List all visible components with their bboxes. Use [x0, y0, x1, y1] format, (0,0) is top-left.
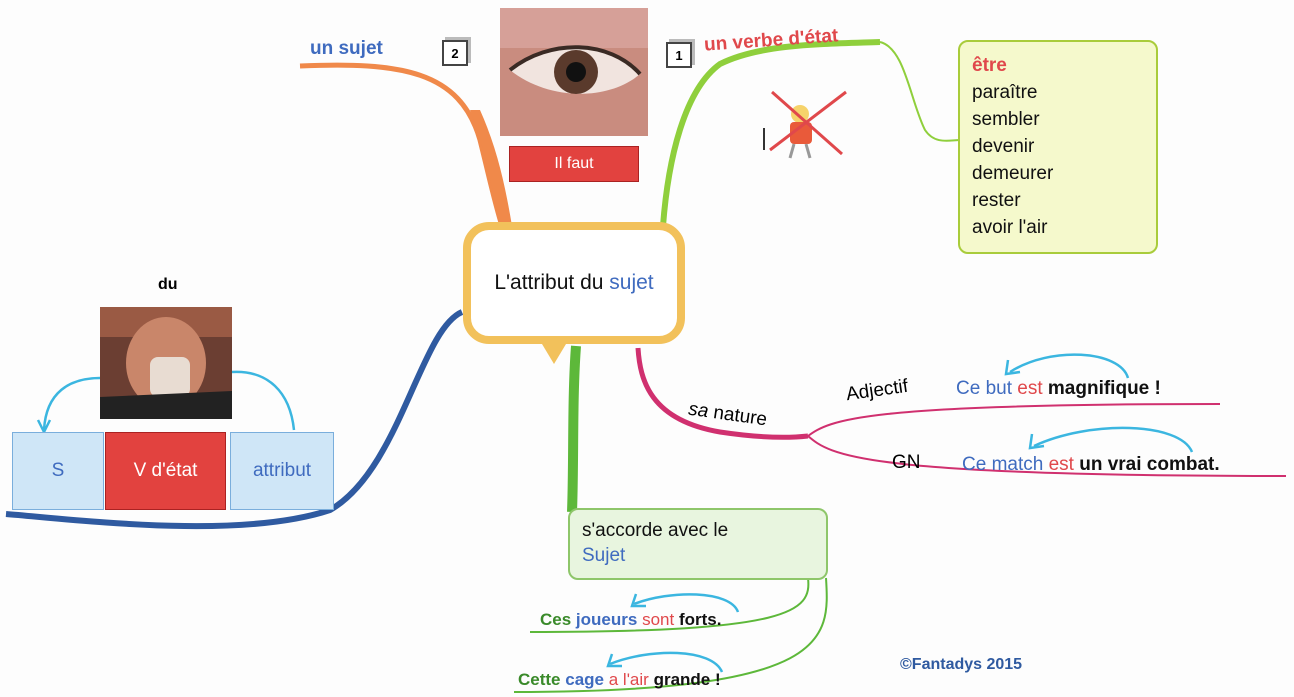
schema-cell-sujet: S [12, 432, 104, 510]
verbe-to-box-line [879, 41, 961, 142]
ex2-det: Cette [518, 670, 561, 689]
arrow-gn [1033, 426, 1194, 453]
arrow-ex1-head [630, 593, 646, 608]
arrow-ex2 [609, 651, 724, 673]
accord-box: s'accorde avec le Sujet [568, 508, 828, 580]
example-adj-verbe: est [1017, 378, 1043, 399]
accord-example-1: Ces joueurs sont forts. [540, 610, 721, 630]
verb-item: avoir l'air [972, 217, 1048, 238]
branch-accord-line [567, 345, 581, 513]
nature-gn-line [807, 435, 1287, 477]
branch-un-sujet-label: un sujet [310, 38, 383, 59]
verb-item: demeurer [972, 163, 1054, 184]
boy-photo [100, 307, 232, 419]
verb-item: devenir [972, 136, 1035, 157]
nature-adj-line [807, 403, 1221, 437]
central-topic-text: L'attribut du [494, 271, 604, 294]
accord-ex2-line [513, 577, 828, 693]
eye-photo [500, 8, 648, 136]
example-adj-sujet: Ce but [956, 378, 1012, 399]
nature-gn-label: GN [892, 452, 921, 473]
accord-example-2: Cette cage a l'air grande ! [518, 670, 721, 690]
accord-line-2: Sujet [582, 545, 626, 566]
ex1-sujet: joueurs [575, 610, 638, 629]
ex1-attribut: forts [678, 610, 717, 629]
verb-item: paraître [972, 82, 1038, 103]
ex1-end: . [716, 610, 722, 629]
branch-verbe-line [660, 39, 881, 227]
copyright-label: ©Fantadys 2015 [900, 656, 1023, 673]
branch-un-sujet-fill [470, 110, 512, 226]
dice-1-icon: 1 [666, 42, 692, 68]
dice-2-icon: 2 [442, 40, 468, 66]
schema-arrow-right [231, 370, 296, 431]
branch-nature-line [635, 347, 809, 440]
example-adj-attribut: magnifique ! [1047, 378, 1161, 399]
central-topic-highlight: sujet [609, 271, 654, 294]
il-faut-label: Il faut [509, 146, 639, 182]
verb-item: sembler [972, 109, 1040, 130]
schema-du-label: du [158, 276, 178, 293]
nature-label-italic: sa [686, 398, 710, 423]
branch-schema-line [5, 309, 464, 530]
schema-cell-verbe: V d'état [105, 432, 226, 510]
ex1-det: Ces [540, 610, 572, 629]
ex2-sujet: cage [565, 670, 604, 689]
arrow-ex2-head [606, 653, 622, 668]
ex2-end: ! [714, 670, 721, 689]
example-gn-sujet: Ce match [962, 454, 1044, 475]
central-topic: L'attribut du sujet [463, 222, 685, 344]
verbs-list-box: être paraître sembler devenir demeurer r… [958, 40, 1158, 254]
example-adjectif: Ce but est magnifique ! [956, 378, 1161, 400]
verb-item: être [972, 55, 1007, 76]
schema-cell-attribut: attribut [230, 432, 334, 510]
arrow-adj [1009, 353, 1130, 379]
arrow-ex1 [633, 593, 740, 613]
example-gn-attribut: un vrai combat. [1079, 454, 1220, 475]
ex2-attribut: grande [653, 670, 711, 689]
verb-item: rester [972, 190, 1021, 211]
ex2-verbe: a l'air [608, 670, 649, 689]
arrow-adj-head [1004, 359, 1021, 376]
ex1-verbe: sont [642, 610, 675, 629]
schema-arrow-left [42, 376, 101, 431]
example-gn: Ce match est un vrai combat. [962, 454, 1220, 476]
accord-line-1: s'accorde avec le [582, 520, 729, 541]
branch-un-sujet-line [299, 62, 505, 227]
accord-ex1-line [529, 577, 810, 633]
arrow-gn-head [1028, 433, 1045, 450]
no-action-icon [763, 90, 847, 159]
example-gn-verbe: est [1048, 454, 1074, 475]
